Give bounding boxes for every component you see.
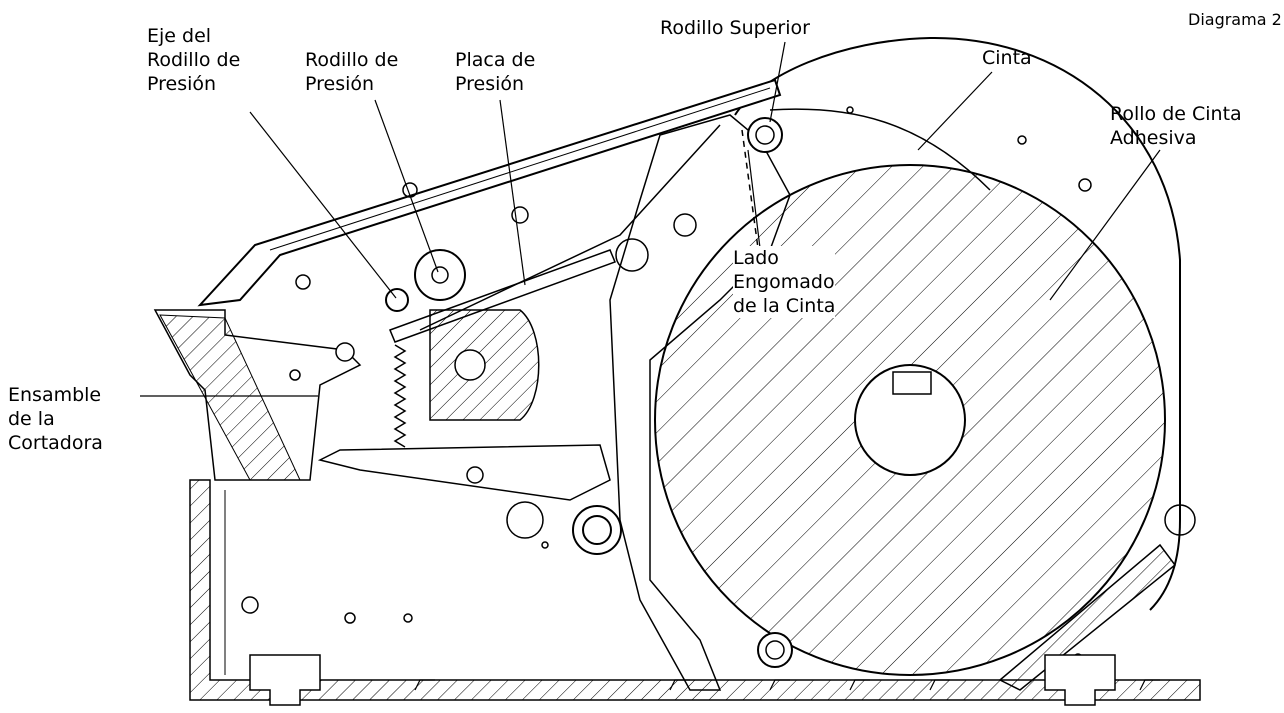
tape-cover-outline [734, 36, 1181, 611]
leader-placa [499, 99, 526, 286]
label-upper-roller: Rodillo Superior [660, 17, 810, 39]
diagram-number-label: Diagrama 2 [1188, 10, 1282, 29]
label-pressure-roller-shaft: Eje del Rodillo de Presión [147, 25, 241, 95]
label-gummed-side: Lado Engomado de la Cinta [733, 246, 836, 318]
leader-eje [249, 111, 397, 299]
spring [393, 344, 407, 448]
label-tape-roll: Rollo de Cinta Adhesiva [1110, 103, 1242, 149]
label-cutter-assembly: Ensamble de la Cortadora [8, 384, 103, 454]
foot-right [1044, 654, 1116, 706]
leader-cinta [917, 71, 993, 151]
label-tape: Cinta [982, 47, 1032, 69]
base-plate [189, 479, 1201, 701]
side-frame [609, 114, 791, 691]
pressure-roller-shaft [385, 288, 409, 312]
foot-left [249, 654, 321, 706]
label-pressure-plate: Placa de Presión [455, 49, 536, 95]
leader-lado [747, 149, 761, 249]
leader-rodillo-presion [374, 99, 439, 273]
lever [317, 444, 611, 501]
label-pressure-roller: Rodillo de Presión [305, 49, 399, 95]
leader-superior [769, 41, 786, 123]
lid-arm [197, 78, 782, 307]
exit-guide [998, 543, 1177, 691]
leader-rollo [1049, 149, 1161, 301]
roll-core [854, 364, 966, 476]
tape-path [769, 108, 991, 191]
